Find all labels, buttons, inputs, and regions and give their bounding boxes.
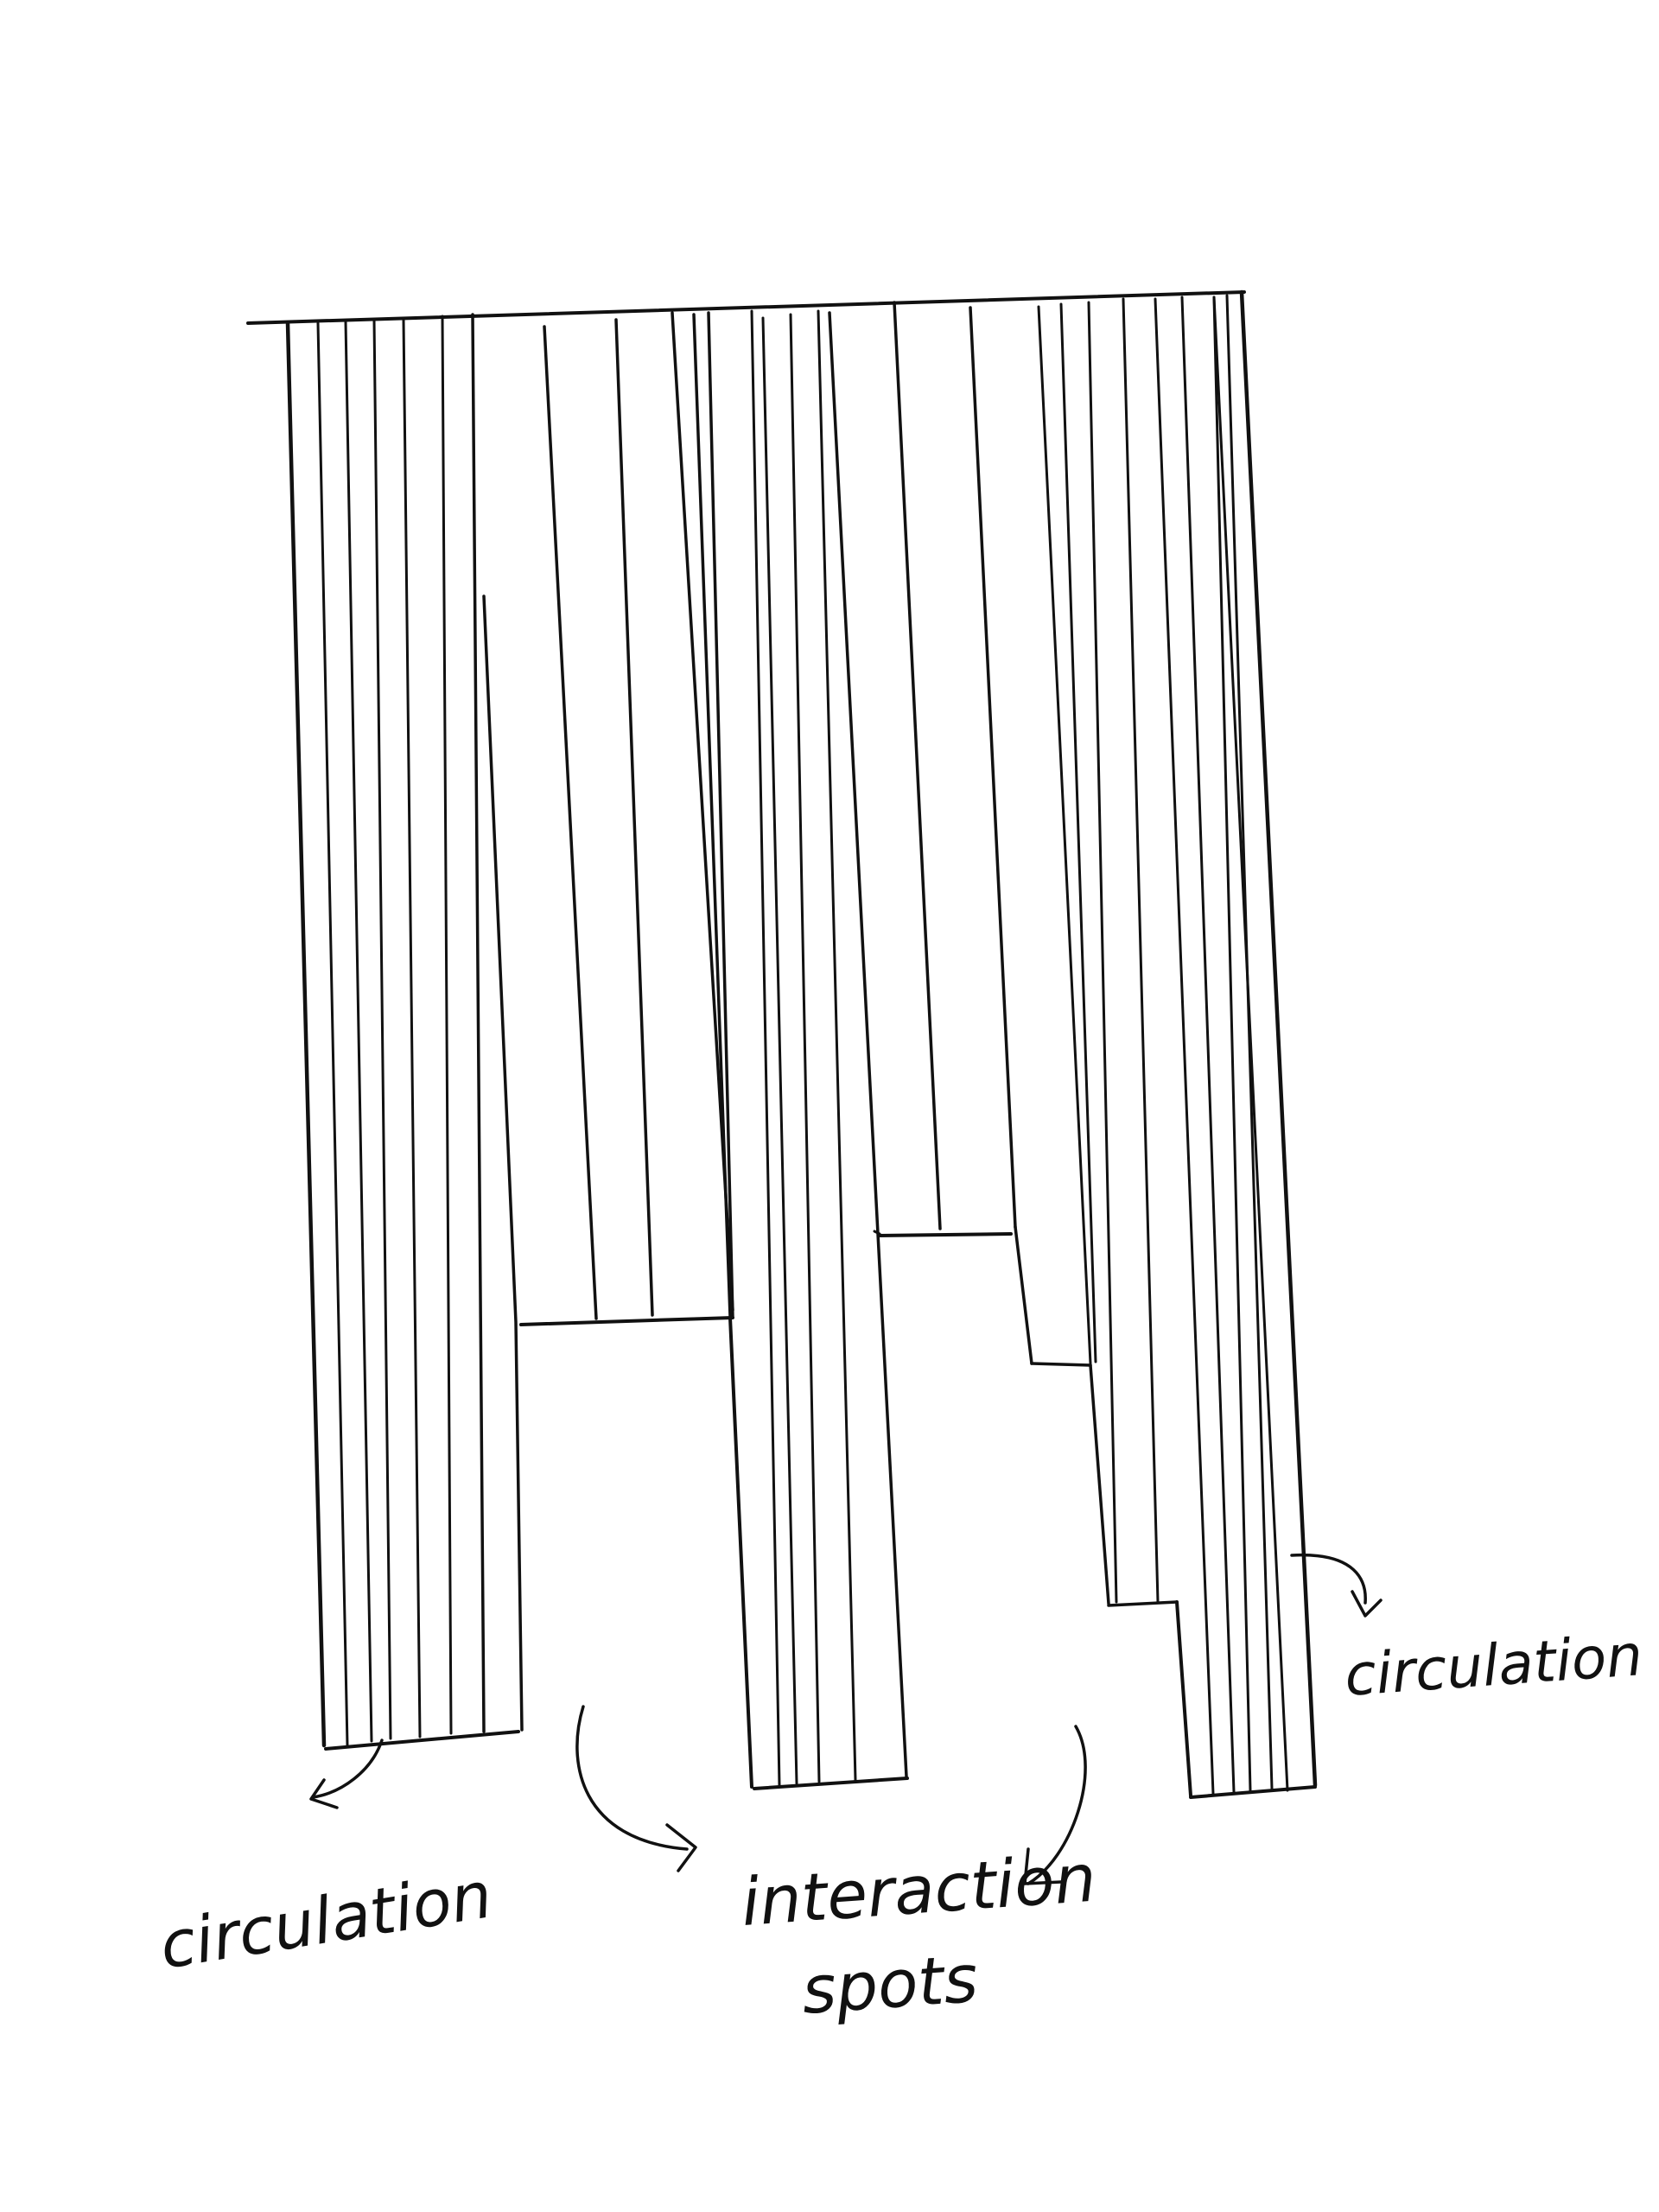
circulation-right-arrow — [1290, 1554, 1382, 1618]
center-right-slab — [873, 301, 1017, 1237]
center-block-stripes — [728, 309, 909, 1790]
interaction-left-arrow — [575, 1705, 697, 1872]
interaction-right-arrow — [1023, 1725, 1087, 1885]
left-block-stripes — [285, 313, 524, 1751]
far-right-block-stripes — [1154, 289, 1318, 1799]
right-block-steps — [1014, 297, 1179, 1607]
spots-label: spots — [799, 1940, 980, 2029]
circulation-right-label: circulation — [1343, 1622, 1645, 1709]
circulation-left-label: circulation — [155, 1858, 497, 1983]
interaction-label: interaction — [739, 1840, 1098, 1941]
center-left-slab — [519, 311, 734, 1326]
circulation-left-arrow — [309, 1738, 384, 1809]
roof-line — [246, 290, 1246, 325]
